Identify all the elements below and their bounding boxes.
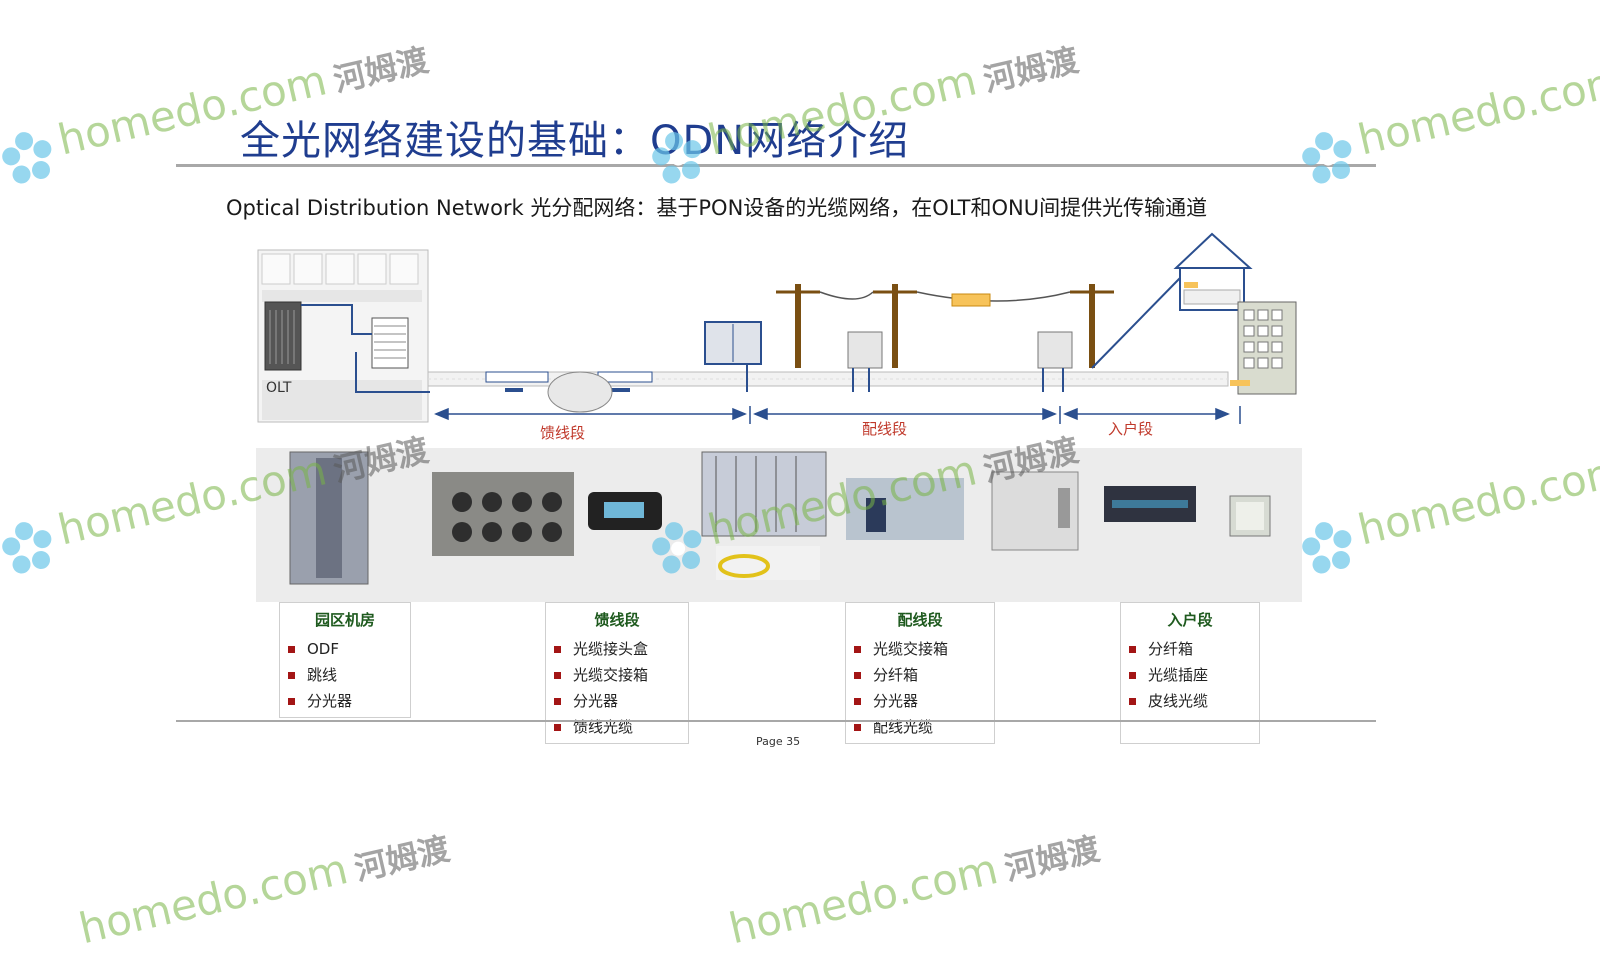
flower-logo-icon (1302, 521, 1352, 574)
fiber-distribution-box-icon (1037, 331, 1073, 369)
cable-duct-photo (432, 472, 574, 556)
category-item: ODF (288, 636, 410, 662)
category-item: 跳线 (288, 662, 410, 688)
category-item: 皮线光缆 (1129, 688, 1259, 714)
category-box-distribution: 配线段 光缆交接箱 分纤箱 分光器 配线光缆 (845, 602, 995, 744)
patch-panel-photo (1104, 486, 1196, 522)
category-box-drop: 入户段 分纤箱 光缆插座 皮线光缆 (1120, 602, 1260, 744)
category-item: 光缆插座 (1129, 662, 1259, 688)
segment-label-feeder: 馈线段 (540, 424, 586, 442)
segment-arrows (434, 406, 1241, 424)
category-item: 分纤箱 (1129, 636, 1259, 662)
category-item: 分光器 (854, 688, 994, 714)
odn-network-diagram (257, 232, 1297, 424)
category-title: 配线段 (897, 611, 943, 629)
category-item: 光缆交接箱 (554, 662, 688, 688)
house-icon (1173, 232, 1253, 311)
slide-title: 全光网络建设的基础：ODN网络介绍 (240, 118, 910, 164)
category-box-campus-room: 园区机房 ODF 跳线 分光器 (279, 602, 411, 718)
category-item: 分光器 (554, 688, 688, 714)
category-title: 入户段 (1167, 611, 1213, 629)
segment-label-drop: 入户段 (1108, 420, 1154, 438)
olt-room (257, 249, 430, 423)
watermark: homedo.com河姆渡 (74, 829, 454, 953)
fiber-distribution-box-photo (991, 471, 1079, 551)
olt-rack-icon (264, 301, 302, 371)
fiber-outlet-photo (1229, 495, 1271, 537)
category-box-feeder: 馈线段 光缆接头盒 光缆交接箱 分光器 馈线光缆 (545, 602, 689, 744)
flower-logo-icon (2, 521, 52, 574)
splice-closure-icon (547, 371, 613, 413)
watermark: homedo.com (1293, 445, 1600, 581)
equipment-photo-strip (256, 448, 1302, 602)
segment-label-distribution: 配线段 (862, 420, 908, 438)
watermark: homedo.com河姆渡 (724, 829, 1104, 953)
aerial-closure-icon (951, 293, 991, 307)
category-item: 分光器 (288, 688, 410, 714)
aerial-installation-photo (846, 478, 964, 540)
splice-closure-photo (588, 492, 662, 530)
odf-cabinet-photo (289, 451, 369, 585)
category-item: 光缆交接箱 (854, 636, 994, 662)
page-number: Page 35 (756, 735, 801, 748)
category-item: 光缆接头盒 (554, 636, 688, 662)
category-item: 馈线光缆 (554, 714, 688, 740)
footer-divider (176, 720, 1376, 722)
category-title: 园区机房 (314, 611, 375, 629)
title-divider (176, 164, 1376, 167)
cross-connect-photo (701, 451, 827, 580)
apartment-building-icon (1230, 301, 1297, 395)
fiber-distribution-box-icon (847, 331, 883, 369)
olt-label: OLT (266, 380, 292, 396)
category-item: 配线光缆 (854, 714, 994, 740)
slide-subtitle: Optical Distribution Network 光分配网络：基于PON… (226, 196, 1208, 220)
utility-poles (795, 284, 1095, 368)
category-item: 分纤箱 (854, 662, 994, 688)
category-title: 馈线段 (594, 611, 640, 629)
